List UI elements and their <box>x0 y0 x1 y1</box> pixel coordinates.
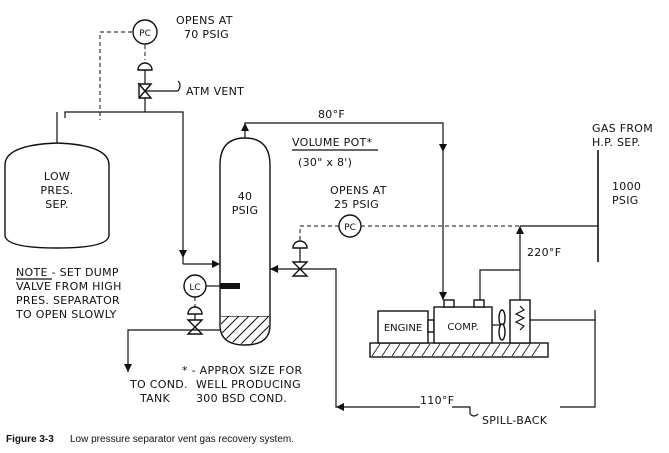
pot-setpoint-line2: 25 PSIG <box>334 198 379 211</box>
discharge-temp: 220°F <box>527 246 561 259</box>
footnote-line3: 300 BSD COND. <box>196 392 287 405</box>
hp-gas-supply: GAS FROM H.P. SEP. 1000 PSIG <box>520 122 653 262</box>
vent-signal-line <box>99 31 132 120</box>
engine-label: ENGINE <box>384 323 422 334</box>
comp-outlet-line <box>479 269 520 306</box>
footnote-line1: * - APPROX SIZE FOR <box>182 364 302 377</box>
dump-valve[interactable] <box>186 319 204 335</box>
dump-valve-actuator <box>187 306 203 315</box>
pot-valve-actuator <box>292 240 308 249</box>
separator-label-line1: LOW <box>44 170 70 183</box>
pot-pc-label: PC <box>344 223 356 233</box>
cond-tank-line2: TANK <box>139 392 171 405</box>
level-sensor <box>220 283 240 289</box>
compressor-package[interactable]: ENGINE COMP. <box>369 299 549 358</box>
vent-control-loop: PC ATM VENT OPENS AT 70 PSIG <box>99 14 244 120</box>
hp-pressure-line2: PSIG <box>612 194 639 207</box>
volume-pot-vessel[interactable]: 40 PSIG <box>200 137 290 346</box>
level-control-loop: LC <box>182 258 220 335</box>
top-line-temp: 80°F <box>318 108 345 121</box>
vent-control-valve-upper <box>137 83 153 93</box>
condensate-line <box>127 329 220 372</box>
note-line2: VALVE FROM HIGH <box>16 280 122 293</box>
spillback-label: SPILL-BACK <box>482 414 548 427</box>
footnote-line2: WELL PRODUCING <box>196 378 301 391</box>
pot-pc-signal-left <box>299 225 339 240</box>
separator-label-line2: PRES. <box>40 184 73 197</box>
pot-pressure-control: OPENS AT 25 PSIG PC <box>291 184 598 277</box>
spillback-line-mid <box>452 406 471 414</box>
vent-pc-label: PC <box>139 29 151 39</box>
vent-pressure-controller-bubble[interactable] <box>132 19 158 45</box>
caption-figure-number: Figure 3-3 <box>6 434 54 445</box>
vent-setpoint-line1: OPENS AT <box>176 14 233 27</box>
note-line3: PRES. SEPARATOR <box>16 294 120 307</box>
vent-valve-actuator <box>137 62 153 71</box>
caption-text: Low pressure separator vent gas recovery… <box>70 434 294 445</box>
cond-tank-line1: TO COND. <box>129 378 188 391</box>
gas-cooler[interactable] <box>509 299 531 344</box>
low-pressure-separator[interactable]: LOW PRES. SEP. <box>4 112 110 249</box>
separator-label-line3: SEP. <box>45 198 69 211</box>
spillback-line-right <box>560 310 596 408</box>
atm-vent-label: ATM VENT <box>186 85 244 98</box>
gas-from-line2: H.P. SEP. <box>592 136 641 149</box>
vent-setpoint-line2: 70 PSIG <box>184 28 229 41</box>
separator-gas-line <box>64 111 184 258</box>
gas-from-line1: GAS FROM <box>592 122 653 135</box>
compressor-label: COMP. <box>447 322 478 333</box>
note-line4: TO OPEN SLOWLY <box>15 308 117 321</box>
note-line1: NOTE - SET DUMP <box>16 266 119 279</box>
spillback-line-left <box>300 268 420 408</box>
volume-pot-title: VOLUME POT* <box>292 136 373 149</box>
pot-pressure-line1: 40 <box>238 190 253 203</box>
pot-setpoint-line1: OPENS AT <box>330 184 387 197</box>
pot-pressure-line2: PSIG <box>232 204 259 217</box>
hp-pressure-line1: 1000 <box>612 180 641 193</box>
volume-pot-size: (30" x 8') <box>298 156 352 169</box>
dump-valve-note: NOTE - SET DUMP VALVE FROM HIGH PRES. SE… <box>15 266 122 321</box>
spillback-temp: 110°F <box>420 394 454 407</box>
lc-label: LC <box>189 283 200 293</box>
engine-box[interactable] <box>377 310 429 344</box>
